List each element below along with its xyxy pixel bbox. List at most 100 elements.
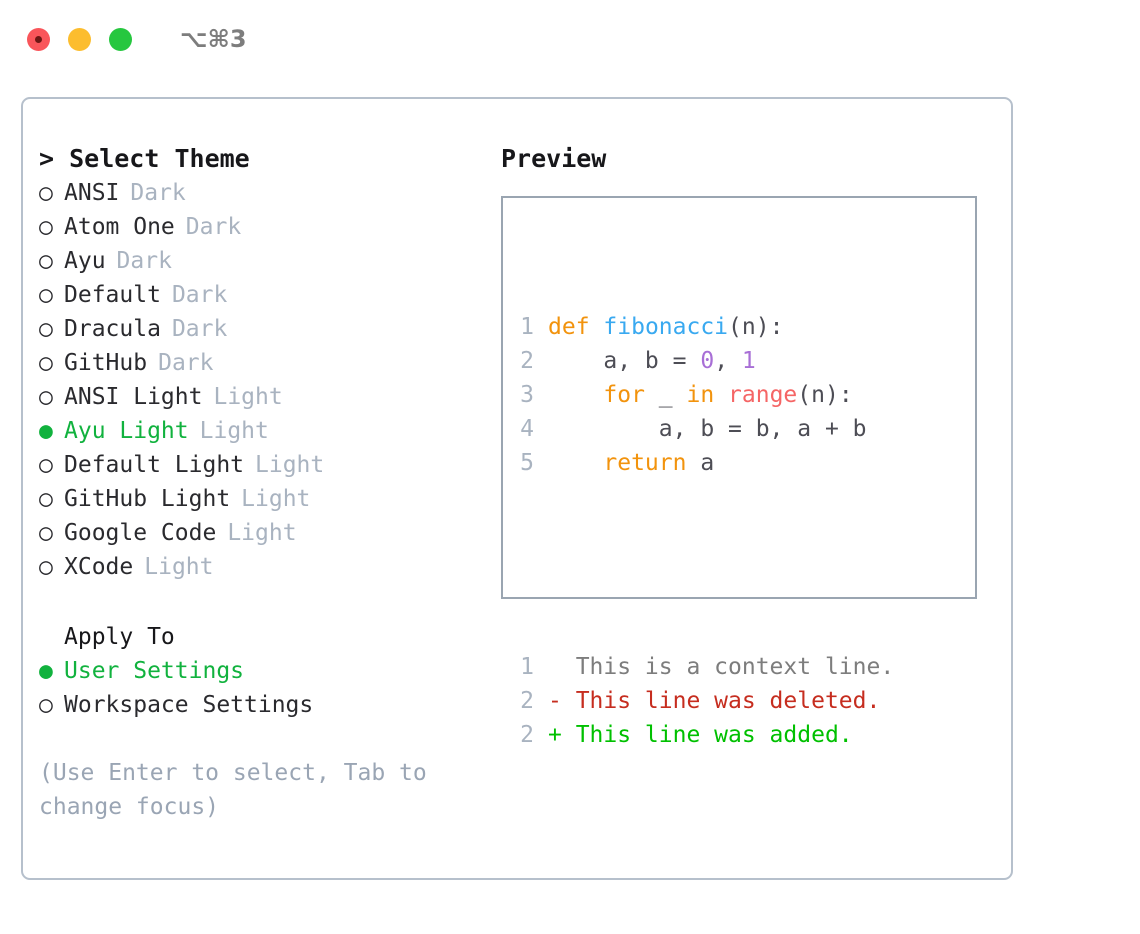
diff-line-del: 2 - This line was deleted.	[520, 684, 894, 718]
theme-option-label: Google Code	[64, 520, 217, 546]
theme-option-label: XCode	[64, 554, 134, 580]
code-token	[548, 382, 603, 408]
theme-option-label: Dracula	[64, 316, 161, 342]
theme-option-label: Ayu	[64, 248, 106, 274]
radio-selected-icon: ●	[39, 418, 53, 444]
theme-option-label: ANSI	[64, 180, 120, 206]
theme-option-tag: Dark	[158, 350, 214, 376]
code-token: fibonacci	[603, 314, 729, 340]
diff-line-ctx: 1 This is a context line.	[520, 650, 894, 684]
theme-option-github[interactable]: ○ GitHub Dark	[39, 346, 469, 380]
code-token	[714, 382, 728, 408]
theme-option-label: Atom One	[64, 214, 175, 240]
line-number: 2	[520, 348, 534, 374]
code-token: (n):	[728, 314, 784, 340]
line-number: 5	[520, 450, 534, 476]
code-token: range	[728, 382, 798, 408]
code-token: return	[603, 450, 687, 476]
preview-header: Preview	[501, 144, 607, 173]
theme-option-atom-one[interactable]: ○ Atom One Dark	[39, 210, 469, 244]
diff-line-text: - This line was deleted.	[548, 688, 881, 714]
minimize-button-icon[interactable]	[68, 27, 91, 51]
code-token: _	[644, 382, 687, 408]
code-token: def	[548, 314, 590, 340]
keyboard-hint-text: (Use Enter to select, Tab to change focu…	[39, 760, 441, 820]
code-token	[548, 450, 603, 476]
code-line: 2 a, b = 0, 1	[520, 344, 894, 378]
theme-option-label: GitHub	[64, 350, 148, 376]
theme-option-tag: Light	[227, 520, 297, 546]
line-number: 4	[520, 416, 534, 442]
theme-option-default[interactable]: ○ Default Dark	[39, 278, 469, 312]
code-token: for	[603, 382, 645, 408]
apply-to-option-workspace-settings[interactable]: ○Workspace Settings	[39, 688, 469, 722]
select-theme-header: > Select Theme	[39, 144, 250, 173]
code-line: 3 for _ in range(n):	[520, 378, 894, 412]
theme-option-tag: Light	[199, 418, 269, 444]
theme-option-ansi-light[interactable]: ○ ANSI Light Light	[39, 380, 469, 414]
close-button-icon[interactable]	[27, 27, 50, 51]
theme-option-tag: Dark	[171, 282, 228, 308]
theme-option-label: Default	[64, 282, 161, 308]
radio-unselected-icon: ○	[39, 350, 53, 376]
line-number: 2	[520, 688, 534, 714]
theme-option-ayu[interactable]: ○ Ayu Dark	[39, 244, 469, 278]
code-token: 1	[741, 348, 756, 374]
code-line: 4 a, b = b, a + b	[520, 412, 894, 446]
code-blank-line	[520, 548, 894, 582]
theme-option-tag: Light	[213, 384, 283, 410]
code-token: 0	[700, 348, 715, 374]
code-token: a, b = b, a + b	[548, 416, 867, 442]
theme-option-tag: Dark	[185, 214, 242, 240]
code-token: (n):	[797, 382, 853, 408]
radio-unselected-icon: ○	[39, 486, 53, 512]
theme-option-label: ANSI Light	[64, 384, 203, 410]
radio-unselected-icon: ○	[39, 214, 53, 240]
theme-option-google-code[interactable]: ○ Google Code Light	[39, 516, 469, 550]
radio-unselected-icon: ○	[39, 554, 53, 580]
keyboard-shortcut-label: ⌥⌘3	[180, 25, 247, 53]
radio-unselected-icon: ○	[39, 282, 53, 308]
code-line: 5 return a	[520, 446, 894, 480]
radio-selected-icon: ●	[39, 658, 53, 684]
diff-line-text: This is a context line.	[548, 654, 895, 680]
theme-option-tag: Dark	[116, 248, 172, 274]
diff-lines: 1 This is a context line. 2 - This line wa…	[520, 650, 894, 752]
apply-to-option-label: Workspace Settings	[64, 692, 314, 718]
radio-unselected-icon: ○	[39, 520, 53, 546]
radio-unselected-icon: ○	[39, 316, 53, 342]
radio-unselected-icon: ○	[39, 248, 53, 274]
apply-to-header: Apply To	[64, 624, 175, 650]
theme-option-label: GitHub Light	[64, 486, 231, 512]
line-number: 2	[520, 722, 534, 748]
code-token	[590, 314, 604, 340]
window-controls	[27, 27, 132, 51]
code-token: a, b =	[548, 348, 701, 374]
radio-unselected-icon: ○	[39, 452, 53, 478]
maximize-button-icon[interactable]	[109, 27, 132, 51]
code-token: ,	[714, 348, 742, 374]
apply-to-list: ● User Settings ○Workspace Settings	[39, 654, 469, 722]
code-token: a	[686, 450, 715, 476]
diff-line-add: 2 + This line was added.	[520, 718, 894, 752]
diff-line-text: + This line was added.	[548, 722, 853, 748]
apply-to-option-user-settings[interactable]: ● User Settings	[39, 654, 469, 688]
apply-to-option-label: User Settings	[64, 658, 245, 684]
line-number: 1	[520, 654, 534, 680]
radio-unselected-icon: ○	[39, 384, 53, 410]
code-token: in	[686, 382, 715, 408]
radio-unselected-icon: ○	[39, 180, 53, 206]
